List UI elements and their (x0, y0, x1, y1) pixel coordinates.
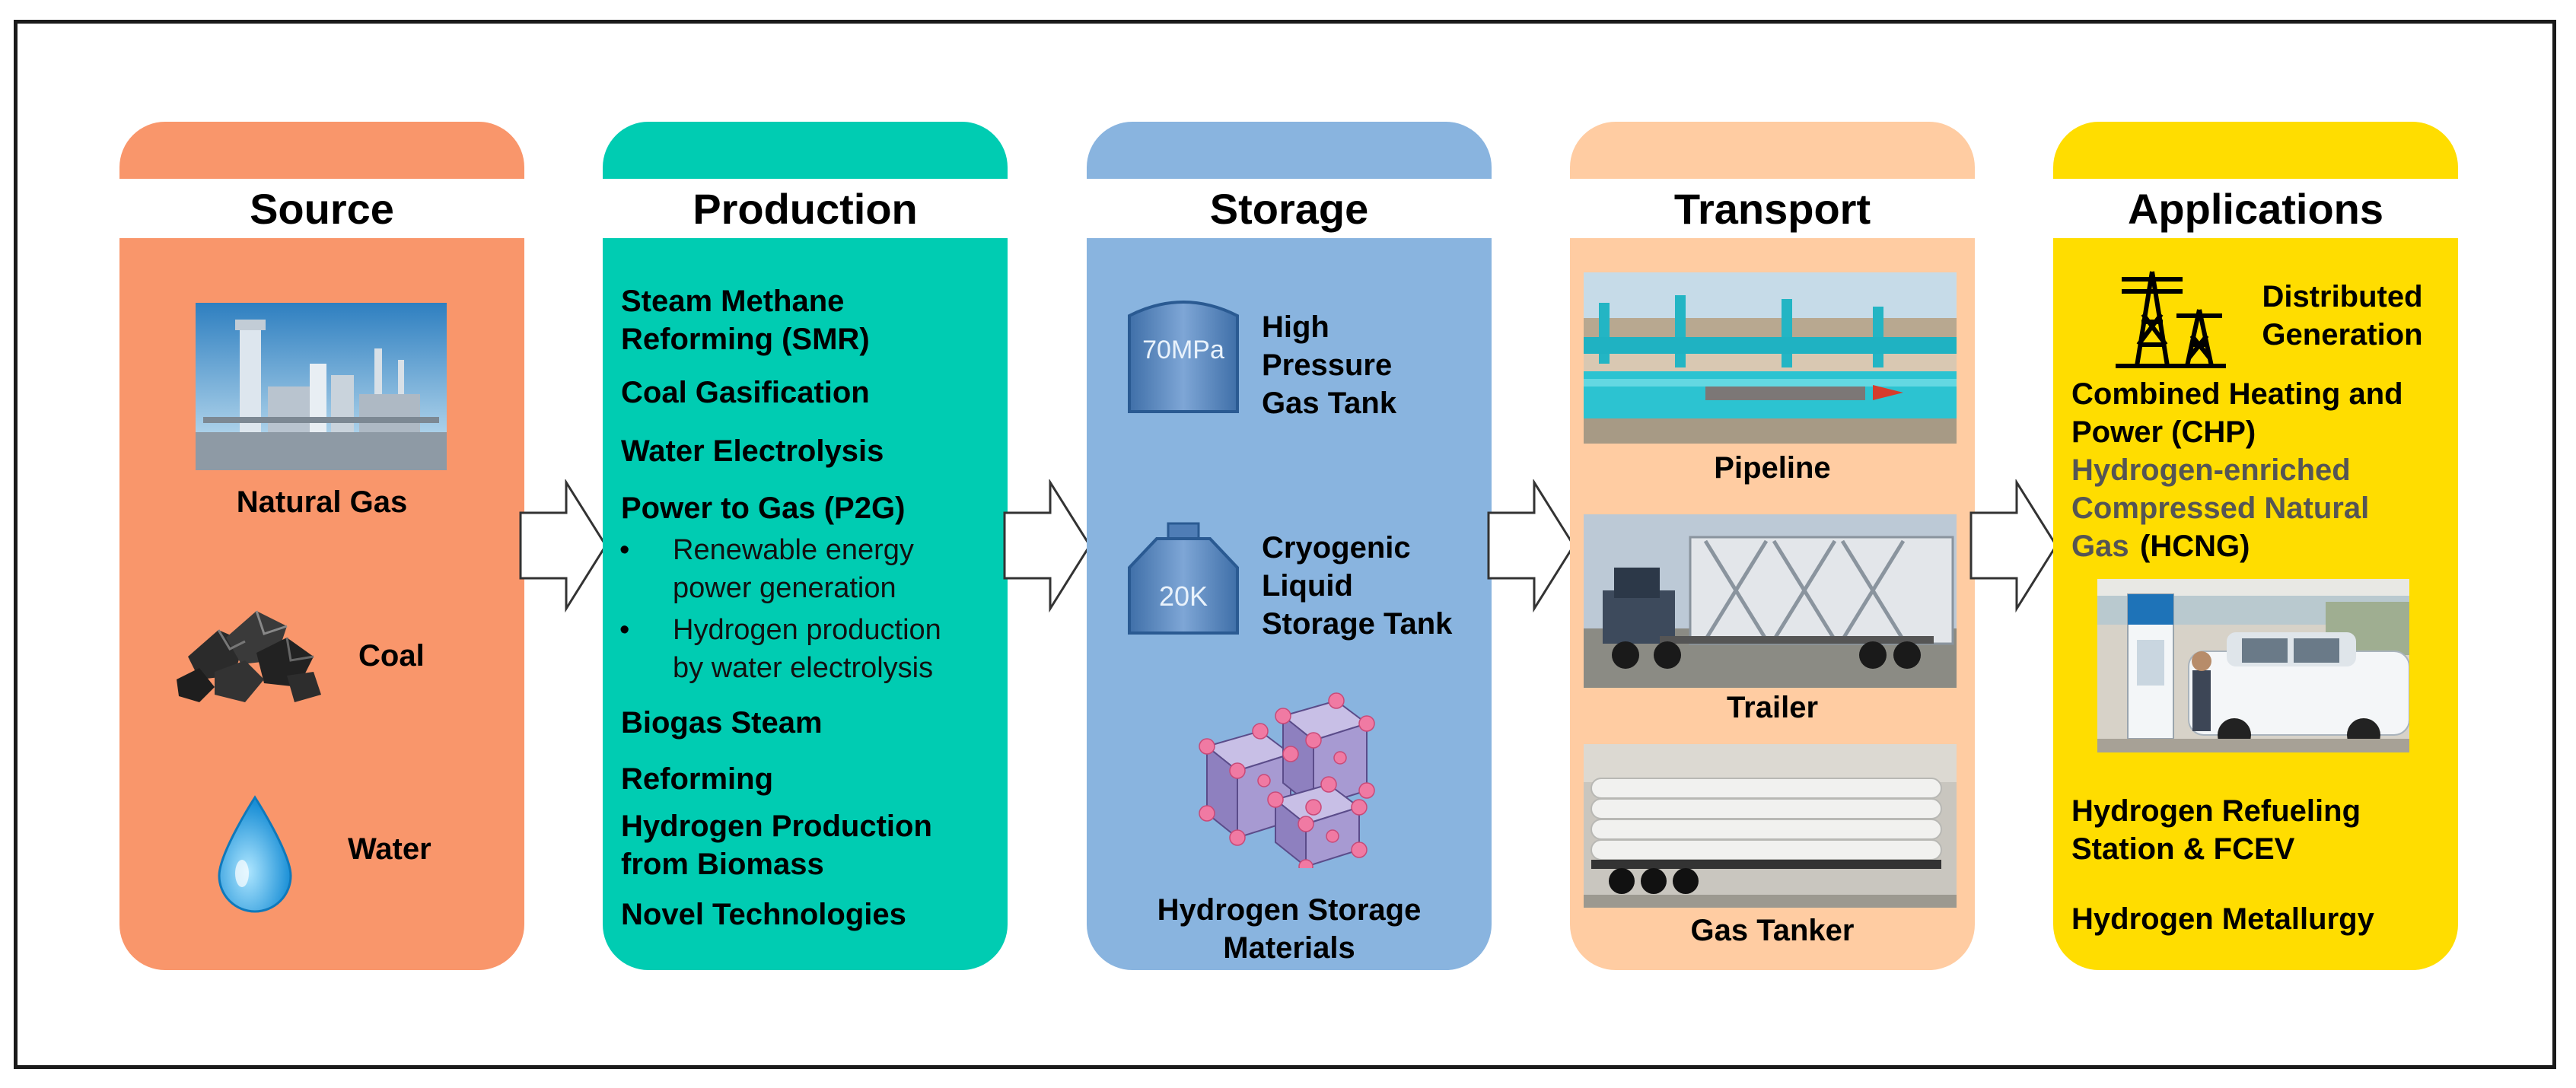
production-item: Coal Gasification (621, 376, 870, 409)
production-item: Biogas Steam (621, 706, 823, 740)
coal-label: Coal (358, 639, 425, 673)
pipeline-label: Pipeline (1714, 451, 1831, 485)
metallurgy-label: Hydrogen Metallurgy (2071, 902, 2374, 936)
gas-tanker-image (1584, 744, 1957, 908)
applications-header: Applications (2053, 179, 2458, 238)
refueling-label: Station & FCEV (2071, 832, 2295, 866)
tank-temperature-value: 20K (1158, 581, 1208, 612)
production-column: Production Steam Methane Reforming (SMR)… (603, 122, 1008, 970)
distributed-generation-label: Distributed (2262, 280, 2423, 313)
chp-label: Power (CHP) (2071, 415, 2256, 449)
power-tower-icon (2116, 269, 2226, 369)
distributed-generation-label: Generation (2262, 318, 2423, 352)
storage-header: Storage (1087, 179, 1492, 238)
source-column: Source Natural Ga (119, 122, 524, 970)
natural-gas-plant-image (196, 303, 447, 470)
production-item: Novel Technologies (621, 898, 906, 931)
high-pressure-tank-icon (1126, 293, 1240, 416)
production-subitem: power generation (673, 572, 896, 604)
applications-column: Applications Distributed Gener (2053, 122, 2458, 970)
tank2-label: Storage Tank (1262, 607, 1453, 641)
bullet-dot: • (619, 614, 630, 646)
storage-column: Storage 70MPa High Pressure Gas Tank (1087, 122, 1492, 970)
hcng-label: (HCNG) (2140, 530, 2250, 563)
tank1-label: Gas Tank (1262, 387, 1397, 420)
tank2-label: Cryogenic (1262, 531, 1411, 565)
materials-label: Hydrogen Storage (1157, 893, 1422, 927)
production-subitem: Renewable energy (673, 534, 914, 566)
production-item: Hydrogen Production (621, 810, 932, 843)
natural-gas-label: Natural Gas (236, 485, 408, 519)
tank-pressure-value: 70MPa (1142, 336, 1224, 364)
refueling-station-image (2097, 579, 2409, 752)
trailer-image (1584, 514, 1957, 688)
chp-label: Combined Heating and (2071, 377, 2403, 411)
flow-arrow-2 (1003, 479, 1091, 612)
production-subitem: by water electrolysis (673, 652, 934, 684)
refueling-label: Hydrogen Refueling (2071, 794, 2361, 828)
storage-materials-lattice-icon (1192, 686, 1390, 874)
hcng-label: Compressed Natural (2071, 492, 2370, 525)
production-subitem: Hydrogen production (673, 614, 941, 646)
water-drop-icon (213, 794, 297, 915)
production-item: Steam Methane (621, 285, 845, 318)
flow-arrow-1 (519, 479, 607, 612)
flow-arrow-4 (1969, 479, 2058, 612)
production-item: Power to Gas (P2G) (621, 492, 906, 525)
tank1-label: Pressure (1262, 348, 1393, 382)
source-header: Source (119, 179, 524, 238)
transport-column: Transport Pipeline (1570, 122, 1975, 970)
cryogenic-tank-icon (1126, 522, 1240, 636)
hcng-label: Hydrogen-enriched (2071, 453, 2351, 487)
water-label: Water (348, 832, 431, 866)
transport-header: Transport (1570, 179, 1975, 238)
production-item: Reforming (621, 762, 773, 796)
bullet-dot: • (619, 534, 630, 566)
pipeline-image (1584, 272, 1957, 444)
flow-arrow-3 (1487, 479, 1575, 612)
diagram-frame (14, 20, 2556, 1069)
coal-icon (173, 596, 325, 710)
gas-tanker-label: Gas Tanker (1690, 914, 1855, 947)
production-item: Water Electrolysis (621, 434, 884, 468)
hcng-label: Gas (2071, 530, 2129, 563)
trailer-label: Trailer (1726, 691, 1819, 724)
production-item: from Biomass (621, 848, 824, 881)
tank2-label: Liquid (1262, 569, 1353, 603)
tank1-label: High (1262, 310, 1329, 344)
production-header: Production (603, 179, 1008, 238)
production-item: Reforming (SMR) (621, 323, 870, 356)
materials-label: Materials (1223, 931, 1355, 965)
